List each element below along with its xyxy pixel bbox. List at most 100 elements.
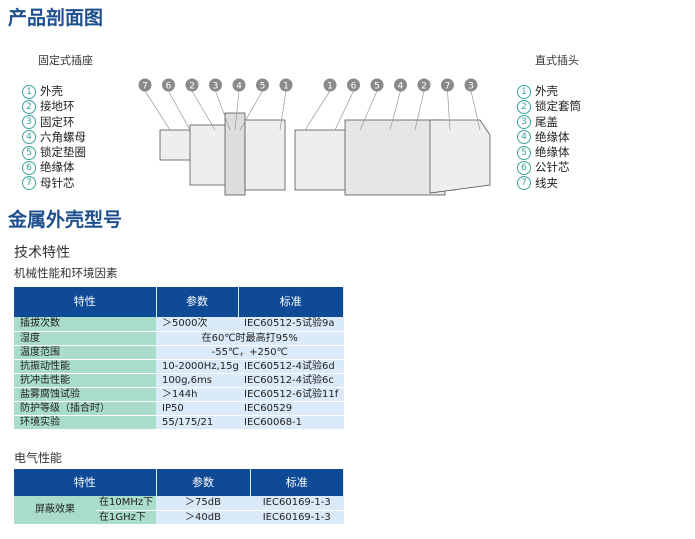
callout-circle — [417, 78, 431, 92]
cell: IEC60529 — [238, 401, 344, 416]
callout-circle — [162, 78, 175, 92]
number-badge: 3 — [517, 115, 531, 130]
table-row: 在1GHz下 ＞40dB IEC60169-1-3 — [14, 510, 344, 525]
number-badge: 4 — [22, 130, 36, 145]
cell: 10-2000Hz,15g — [156, 359, 239, 374]
plug-label: 直式插头 — [535, 54, 579, 67]
callout-number: 6 — [351, 82, 357, 92]
cell: 盐雾腐蚀试验 — [14, 387, 156, 402]
leader-line — [215, 90, 231, 131]
callout-circle — [138, 78, 152, 92]
legend-label: 公针芯 — [535, 160, 570, 175]
group-cell: 屏蔽效果 — [14, 496, 96, 525]
number-badge: 4 — [517, 130, 531, 145]
cell: 在10MHz下 — [96, 496, 156, 511]
number-badge: 1 — [517, 84, 531, 99]
section-title-metal-shell: 金属外壳型号 — [8, 209, 123, 231]
legend-label: 六角螺母 — [40, 129, 86, 144]
legend-item: 6 公针芯 — [517, 160, 581, 175]
leader-line — [359, 90, 378, 131]
callout-circle — [464, 78, 478, 92]
cell: 在1GHz下 — [96, 510, 156, 525]
elec-heading: 电气性能 — [14, 451, 63, 465]
number-badge: 5 — [517, 145, 531, 160]
legend-item: 4 六角螺母 — [22, 130, 86, 145]
col-header: 特性 — [14, 469, 157, 496]
number-badge: 1 — [22, 84, 36, 99]
callout-number: 2 — [421, 82, 427, 92]
number-badge: 5 — [22, 145, 36, 160]
callout-circle — [185, 78, 199, 92]
legend-label: 线夹 — [535, 175, 558, 190]
callout-circle — [394, 78, 407, 92]
cell: IP50 — [156, 401, 238, 416]
cell: 环境实验 — [14, 415, 156, 430]
cell: IEC60512-4试验6c — [238, 373, 344, 388]
leader-line — [234, 90, 240, 131]
col-header: 参数 — [156, 469, 251, 496]
legend-label: 母针芯 — [40, 175, 75, 190]
col-header: 标准 — [250, 469, 344, 496]
legend-label: 尾盖 — [535, 114, 558, 129]
cell: IEC60512-6试验11f — [238, 387, 344, 402]
callout-number: 7 — [142, 82, 148, 92]
cell: ＞75dB — [156, 496, 250, 511]
legend-label: 固定环 — [40, 114, 75, 129]
leader-line — [168, 90, 191, 131]
callout-circle — [209, 78, 222, 92]
cell: IEC60068-1 — [238, 415, 344, 430]
legend-label: 绝缘体 — [40, 160, 75, 175]
cell: IEC60169-1-3 — [250, 510, 344, 525]
leader-line — [389, 90, 401, 131]
legend-item: 5 绝缘体 — [517, 145, 581, 160]
leader-line — [144, 90, 171, 131]
number-badge: 3 — [22, 115, 36, 130]
callout-circle — [232, 78, 246, 92]
elec-table: 特性 参数 标准 屏蔽效果 在10MHz下 ＞75dB IEC60169-1-3… — [14, 469, 344, 525]
col-header: 标准 — [238, 287, 344, 317]
cell: ＞5000次 — [156, 317, 238, 332]
callout-circle — [323, 78, 337, 92]
cell: 湿度 — [14, 331, 156, 346]
callout-number: 4 — [398, 82, 404, 92]
cell: IEC60169-1-3 — [250, 496, 344, 511]
legend-label: 绝缘体 — [535, 129, 570, 144]
cell: IEC60512-4试验6d — [238, 359, 344, 374]
callout-number: 7 — [445, 82, 451, 92]
number-badge: 6 — [517, 160, 531, 175]
legend-label: 绝缘体 — [535, 145, 570, 160]
legend-label: 外壳 — [40, 84, 63, 98]
legend-item: 5 锁定垫圈 — [22, 145, 86, 160]
callout-number: 3 — [213, 82, 219, 92]
cell: 在60℃时最高打95% — [156, 331, 344, 346]
legend-label: 锁定垫圈 — [40, 145, 86, 160]
callout-circle — [441, 78, 454, 92]
callout-circle — [347, 78, 360, 92]
callout-circle — [256, 78, 269, 92]
callout-circle — [279, 78, 293, 92]
callout-circle — [370, 78, 384, 92]
legend-item: 1 外壳 — [22, 84, 86, 99]
legend-label: 锁定套筒 — [535, 99, 581, 114]
leader-line — [334, 90, 354, 131]
table-row: 湿度在60℃时最高打95% — [14, 331, 344, 346]
number-badge: 6 — [22, 160, 36, 175]
legend-item: 3 尾盖 — [517, 115, 581, 130]
socket-label: 固定式插座 — [38, 54, 93, 67]
cell: 100g,6ms — [156, 373, 238, 388]
table-row: 温度范围-55℃，+250℃ — [14, 345, 344, 360]
